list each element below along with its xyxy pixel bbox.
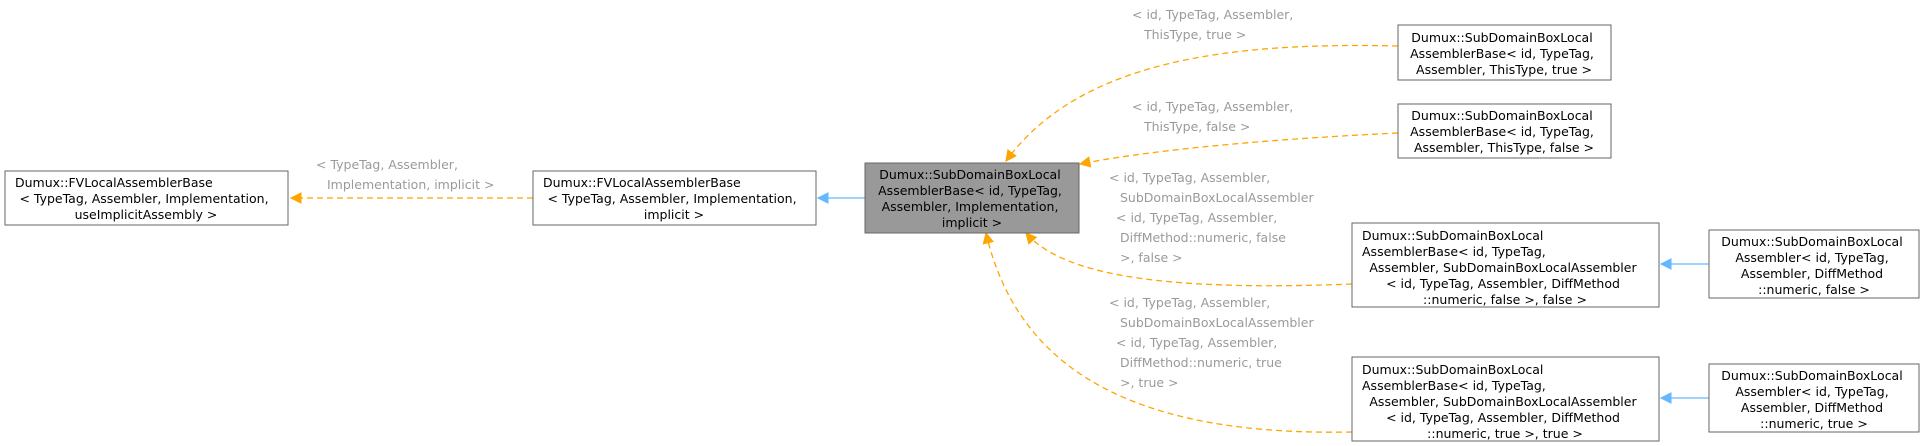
node-subdomain-base-focus: Dumux::SubDomainBoxLocal AssemblerBase< … bbox=[864, 162, 1080, 234]
svg-text:Dumux::SubDomainBoxLocal: Dumux::SubDomainBoxLocal AssemblerBase< … bbox=[1410, 108, 1598, 155]
svg-text:Dumux::FVLocalAssemblerBase: Dumux::FVLocalAssemblerBase bbox=[15, 175, 213, 190]
svg-text:Assembler, SubDomainBoxLocalAs: Assembler, SubDomainBoxLocalAssembler < … bbox=[1369, 260, 1640, 307]
node-subdomain-base-thistype-true[interactable]: Dumux::SubDomainBoxLocal AssemblerBase< … bbox=[1397, 24, 1612, 81]
node-subdomain-base-numeric-false[interactable]: Dumux::SubDomainBoxLocal AssemblerBase< … bbox=[1351, 222, 1660, 308]
node-subdomain-base-thistype-false[interactable]: Dumux::SubDomainBoxLocal AssemblerBase< … bbox=[1397, 103, 1612, 159]
edge-focus-to-numeric-true bbox=[982, 231, 1353, 433]
svg-text:Assembler, SubDomainBoxLocalAs: Assembler, SubDomainBoxLocalAssembler < … bbox=[1369, 394, 1640, 441]
svg-text:Dumux::SubDomainBoxLocal: Dumux::SubDomainBoxLocal AssemblerBase< … bbox=[878, 167, 1066, 230]
node-assembler-numeric-true[interactable]: Dumux::SubDomainBoxLocal Assembler< id, … bbox=[1708, 363, 1920, 433]
svg-text:Dumux::SubDomainBoxLocal: Dumux::SubDomainBoxLocal AssemblerBase< … bbox=[1410, 30, 1598, 77]
edge-label-numeric-false: < id, TypeTag, Assembler, SubDomainBoxLo… bbox=[1109, 170, 1318, 265]
edge-label-thistype-false: < id, TypeTag, Assembler, ThisType, fals… bbox=[1132, 99, 1297, 134]
node-assembler-numeric-false[interactable]: Dumux::SubDomainBoxLocal Assembler< id, … bbox=[1708, 229, 1920, 299]
edge-focus-to-thistype-false bbox=[1078, 132, 1399, 168]
node-fv-base-implicit[interactable]: Dumux::FVLocalAssemblerBase < TypeTag, A… bbox=[532, 170, 817, 226]
edge-label-generic-to-implicit: < TypeTag, Assembler, Implementation, im… bbox=[316, 157, 494, 192]
svg-text:Dumux::SubDomainBoxLocal: Dumux::SubDomainBoxLocal AssemblerBase< … bbox=[1362, 362, 1547, 393]
edge-focus-to-thistype-true bbox=[1005, 44, 1399, 162]
svg-text:Dumux::FVLocalAssemblerBase: Dumux::FVLocalAssemblerBase bbox=[543, 175, 741, 190]
svg-text:< TypeTag, Assembler, Implemen: < TypeTag, Assembler, Implementation, us… bbox=[19, 191, 272, 222]
svg-text:Dumux::SubDomainBoxLocal: Dumux::SubDomainBoxLocal AssemblerBase< … bbox=[1362, 228, 1547, 259]
svg-text:Dumux::SubDomainBoxLocal: Dumux::SubDomainBoxLocal Assembler< id, … bbox=[1721, 234, 1906, 297]
edge-label-thistype-true: < id, TypeTag, Assembler, ThisType, true… bbox=[1132, 7, 1297, 42]
node-subdomain-base-numeric-true[interactable]: Dumux::SubDomainBoxLocal AssemblerBase< … bbox=[1351, 356, 1660, 442]
node-fv-base-generic[interactable]: Dumux::FVLocalAssemblerBase < TypeTag, A… bbox=[4, 170, 289, 226]
edge-label-numeric-true: < id, TypeTag, Assembler, SubDomainBoxLo… bbox=[1109, 295, 1318, 390]
svg-text:< TypeTag, Assembler, Implemen: < TypeTag, Assembler, Implementation, im… bbox=[547, 191, 800, 222]
svg-text:Dumux::SubDomainBoxLocal: Dumux::SubDomainBoxLocal Assembler< id, … bbox=[1721, 368, 1906, 431]
edge-focus-to-numeric-false bbox=[1025, 232, 1353, 287]
